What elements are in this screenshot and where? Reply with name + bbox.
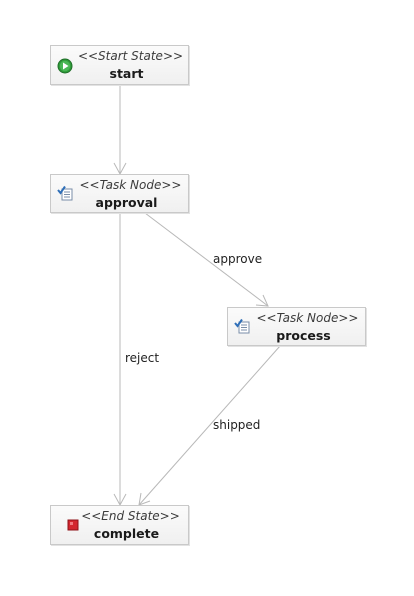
node-name: approval <box>95 195 158 210</box>
transition-label-shipped[interactable]: shipped <box>213 418 261 432</box>
task-checklist-icon <box>234 318 250 334</box>
end-state-node[interactable]: <<End State>> complete <box>50 505 189 545</box>
node-stereotype: <<Task Node>> <box>256 311 359 325</box>
stop-square-icon <box>65 517 81 533</box>
arrowhead-icon <box>255 294 269 307</box>
transition-approve[interactable] <box>144 212 269 307</box>
node-name: process <box>276 328 331 343</box>
task-node-process[interactable]: <<Task Node>> process <box>227 307 366 346</box>
start-state-node[interactable]: <<Start State>> start <box>50 45 189 85</box>
node-stereotype: <<Start State>> <box>77 49 184 63</box>
node-stereotype: <<Task Node>> <box>79 178 182 192</box>
node-stereotype: <<End State>> <box>81 509 180 523</box>
node-name: complete <box>93 526 160 541</box>
transition-start-to-approval[interactable] <box>113 85 127 176</box>
transition-label-approve[interactable]: approve <box>213 252 263 266</box>
task-checklist-icon <box>57 185 73 201</box>
play-circle-icon <box>57 58 73 74</box>
transition-label-reject[interactable]: reject <box>125 351 160 365</box>
node-name: start <box>109 66 144 81</box>
task-node-approval[interactable]: <<Task Node>> approval <box>50 174 189 213</box>
